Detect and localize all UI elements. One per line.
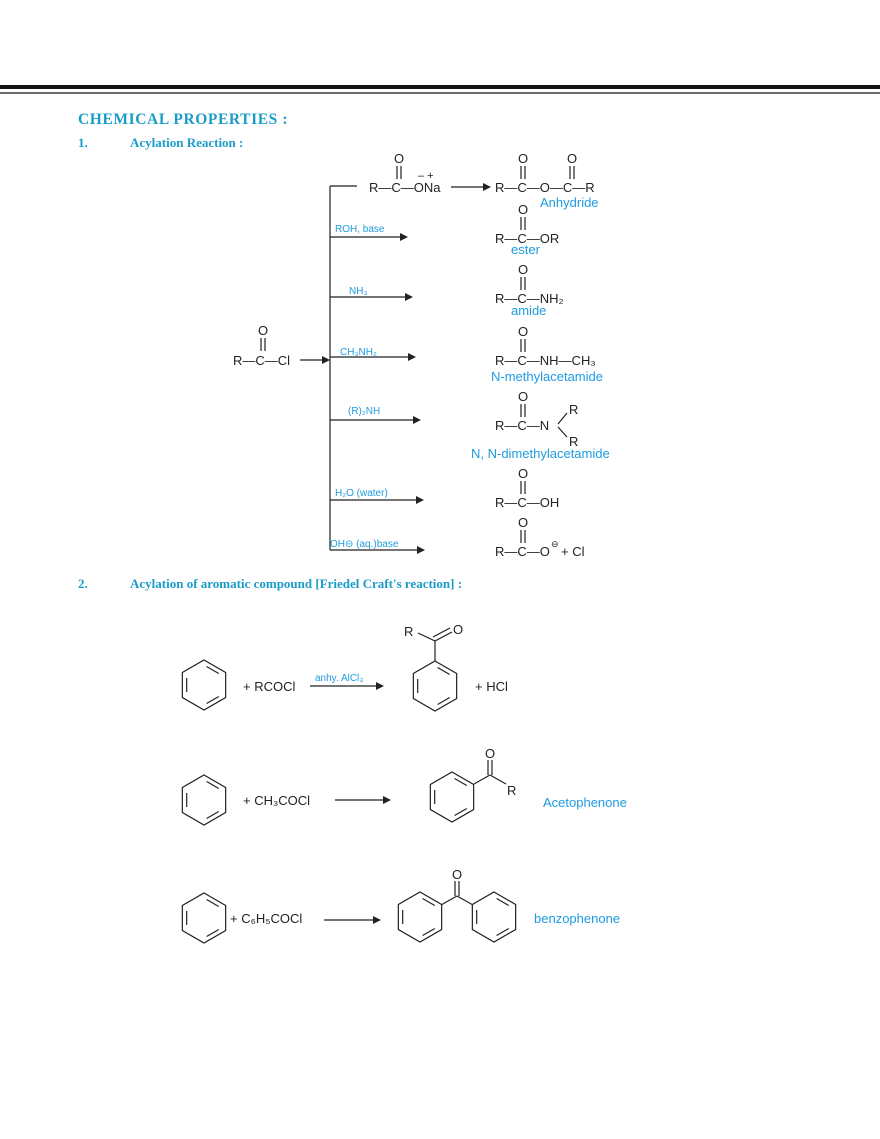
acyl-chloride-reactant: R—C—Cl O	[233, 323, 290, 368]
product-name: N, N-dimethylacetamide	[471, 446, 610, 461]
carbonyl-oxygen: O	[485, 746, 495, 761]
benzene-ring	[181, 892, 227, 944]
arrowhead	[417, 546, 425, 554]
anhydride-product: R—C—O—C—R O O Anhydride	[495, 151, 599, 210]
product-formula: R—C—NH₂	[495, 291, 564, 306]
benzophenone-label: benzophenone	[534, 911, 620, 926]
carbonyl-oxygen: O	[452, 867, 462, 882]
benzene-ring	[181, 659, 227, 711]
arrowhead	[400, 233, 408, 241]
arrowhead	[408, 353, 416, 361]
arrowhead	[416, 496, 424, 504]
arrowhead	[405, 293, 413, 301]
section-heading: CHEMICAL PROPERTIES :	[78, 111, 288, 128]
product-formula: R—C—O	[495, 544, 550, 559]
reagent: + CH₃COCl	[243, 793, 310, 808]
section-1-title: Acylation Reaction :	[130, 135, 243, 150]
friedel-crafts-reaction-3: + C₆H₅COCl O benzophenone	[230, 867, 620, 926]
section-2-title: Acylation of aromatic compound [Friedel …	[130, 576, 462, 591]
section-2-number: 2.	[78, 576, 88, 591]
chloride-ion: + Cl	[561, 544, 585, 559]
reagent-label: ROH, base	[335, 224, 385, 235]
reagent-label: OH⊖ (aq.)base	[330, 539, 399, 550]
friedel-crafts-reaction-1: + RCOCl anhy. AlCl₃ R O + HCl	[243, 622, 508, 694]
product-name: N-methylacetamide	[491, 369, 603, 384]
arrowhead	[383, 796, 391, 804]
r-group: R	[404, 624, 413, 639]
friedel-crafts-reaction-2: + CH₃COCl O R Acetophenone	[243, 746, 627, 810]
negative-charge: ⊖	[551, 539, 559, 549]
catalyst-label: anhy. AlCl₃	[315, 673, 363, 684]
branch-4: H₂O (water) R—C—OH O	[330, 466, 559, 510]
arrowhead	[376, 682, 384, 690]
product-formula: R—C—NH—CH₃	[495, 353, 596, 368]
reactant-formula: R—C—Cl	[233, 353, 290, 368]
product-name: ester	[511, 242, 541, 257]
product-formula: R—C—OR	[495, 231, 559, 246]
arrowhead	[322, 356, 330, 364]
section-1-number: 1.	[78, 135, 88, 150]
carbonyl-oxygen: O	[518, 262, 528, 277]
carboxylate-formula: R—C—ONa	[369, 180, 441, 195]
product-formula: R—C—OH	[495, 495, 559, 510]
carbonyl-oxygen: O	[518, 389, 528, 404]
ionic-charges: – +	[418, 170, 434, 182]
anhydride-label: Anhydride	[540, 195, 599, 210]
benzene-ring	[471, 891, 517, 943]
n-substituent: R	[569, 434, 578, 449]
carbonyl-oxygen: O	[518, 515, 528, 530]
reagent-label: H₂O (water)	[335, 488, 388, 499]
carbonyl-oxygen: O	[518, 324, 528, 339]
arrowhead	[373, 916, 381, 924]
reagent: + C₆H₅COCl	[230, 911, 302, 926]
product-formula: R—C—N	[495, 418, 549, 433]
benzene-ring	[181, 774, 227, 826]
acetophenone-label: Acetophenone	[543, 795, 627, 810]
arrowhead	[413, 416, 421, 424]
benzene-ring	[397, 891, 443, 943]
branch-5: OH⊖ (aq.)base R—C—O O ⊖+ Cl	[330, 515, 585, 559]
anhydride-formula: R—C—O—C—R	[495, 180, 595, 195]
benzene-rings	[181, 659, 517, 944]
benzene-ring	[429, 771, 475, 823]
carbonyl-oxygen: O	[518, 202, 528, 217]
arrowhead	[483, 183, 491, 191]
reagent-label: NH₃	[349, 286, 368, 297]
benzene-ring	[412, 660, 458, 712]
carbonyl-oxygen: O	[567, 151, 577, 166]
n-substituent: R	[569, 402, 578, 417]
carbonyl-oxygen: O	[394, 151, 404, 166]
branch-2: CH₃NH₂ R—C—NH—CH₃ O N-methylacetamide	[330, 324, 603, 384]
r-group: R	[507, 783, 516, 798]
carbonyl-oxygen: O	[453, 622, 463, 637]
carbonyl-oxygen: O	[518, 466, 528, 481]
product-name: amide	[511, 303, 546, 318]
reagent-label: CH₃NH₂	[340, 347, 377, 358]
sodium-carboxylate: R—C—ONa O – +	[369, 151, 441, 195]
carbonyl-oxygen: O	[518, 151, 528, 166]
reagent-label: (R)₂NH	[348, 406, 380, 417]
carbonyl-oxygen: O	[258, 323, 268, 338]
byproduct: + HCl	[475, 679, 508, 694]
reagent: + RCOCl	[243, 679, 295, 694]
